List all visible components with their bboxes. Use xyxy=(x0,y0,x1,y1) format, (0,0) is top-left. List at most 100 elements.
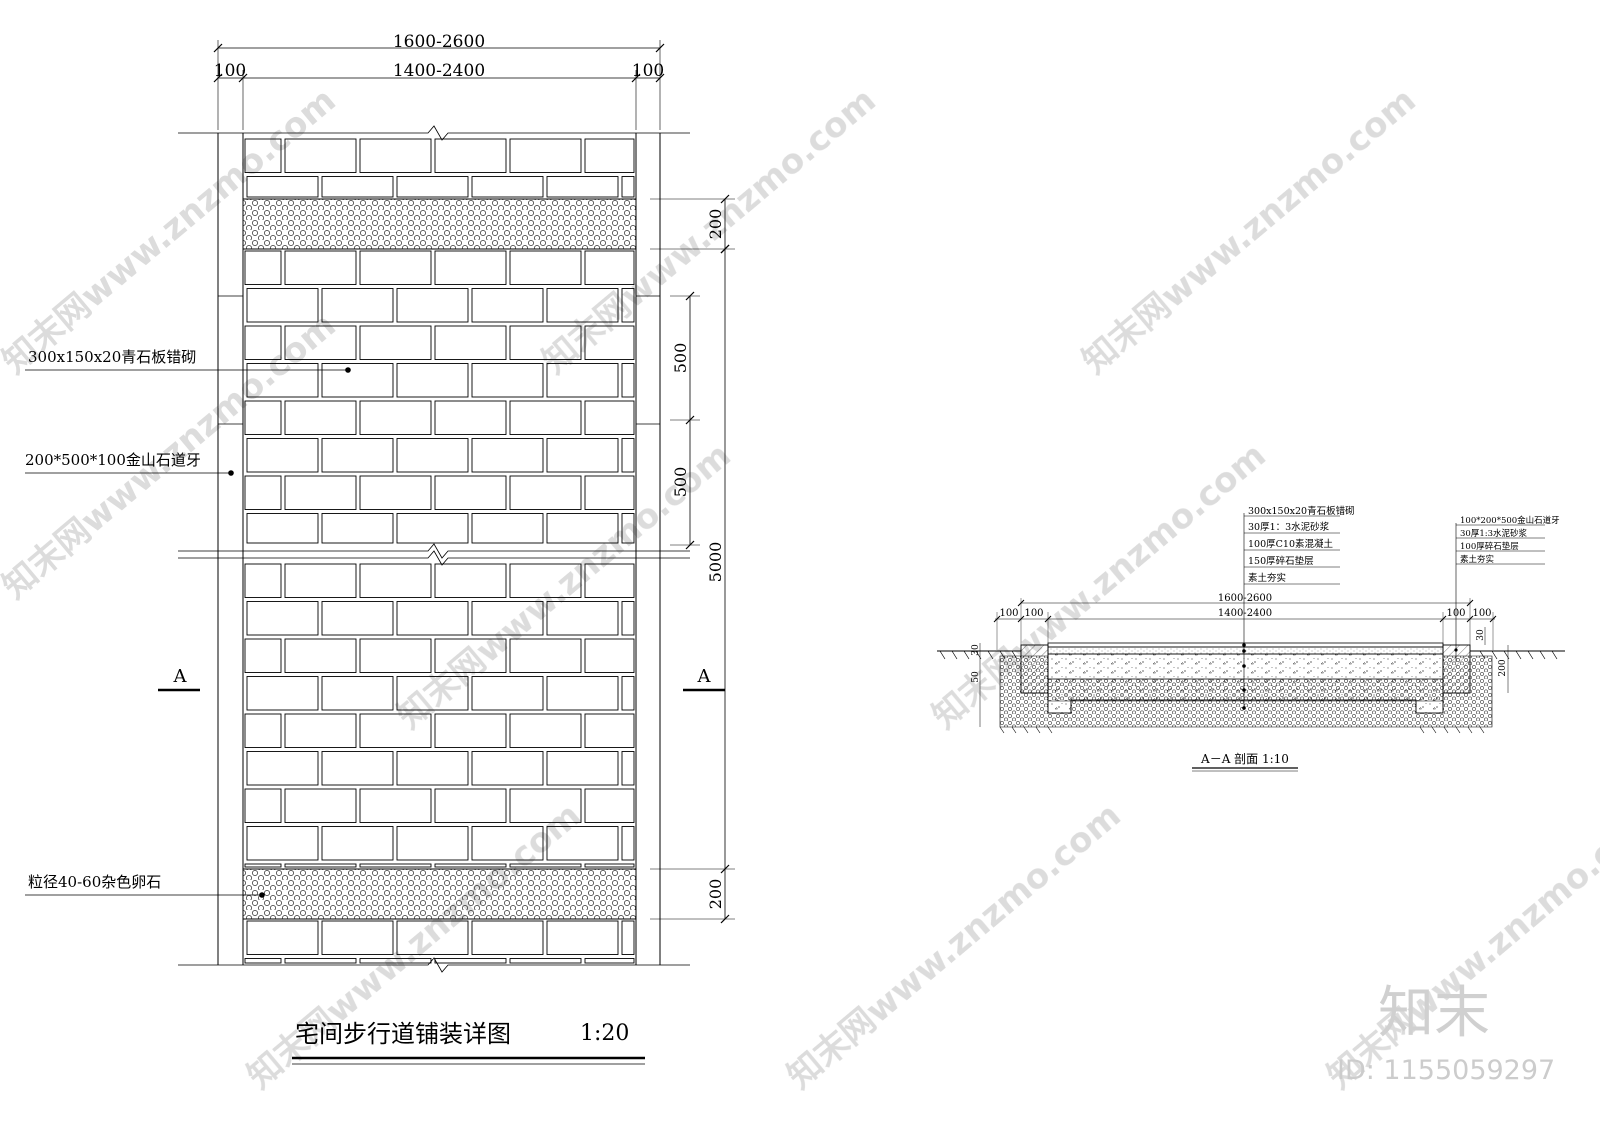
stone-slab xyxy=(434,788,507,823)
plan-view xyxy=(25,40,735,1065)
watermark-text: 知末网www.znzmo.com xyxy=(780,795,1129,1097)
plan-dim-overall: 1600-2600 xyxy=(393,32,485,52)
section-dim-50-left: 50 xyxy=(971,671,981,683)
stone-slab xyxy=(244,638,282,673)
stone-slab xyxy=(584,788,635,823)
stone-slab xyxy=(621,676,635,711)
section-curb-layer-1: 100*200*500金山石道牙 xyxy=(1460,515,1560,526)
stone-slab xyxy=(244,713,282,748)
section-dim-200-right: 200 xyxy=(1498,659,1508,676)
stone-slab xyxy=(509,713,582,748)
stone-slab xyxy=(321,363,394,398)
stone-slab xyxy=(246,513,319,544)
stone-slab xyxy=(509,638,582,673)
stone-slab xyxy=(321,176,394,198)
stone-slab xyxy=(471,601,544,636)
stone-slab xyxy=(584,250,635,285)
stone-slab xyxy=(359,863,432,868)
stone-slab xyxy=(621,288,635,323)
stone-slab xyxy=(621,920,635,955)
stone-slab xyxy=(246,601,319,636)
stone-slab xyxy=(471,438,544,473)
section-dim-right-inner: 100 xyxy=(1446,608,1465,619)
section-dim-30-left: 30 xyxy=(971,644,981,656)
stone-slab xyxy=(546,920,619,955)
stone-slab xyxy=(546,676,619,711)
stone-slab xyxy=(244,788,282,823)
stone-slab xyxy=(359,788,432,823)
stone-slab xyxy=(284,325,357,360)
stone-slab xyxy=(434,250,507,285)
section-dim-left-inner: 100 xyxy=(1024,608,1043,619)
stone-slab xyxy=(321,676,394,711)
stone-slab xyxy=(546,363,619,398)
stone-slab xyxy=(584,475,635,510)
stone-slab xyxy=(509,563,582,598)
watermark-text: 知末网www.znzmo.com xyxy=(1320,795,1600,1097)
stone-slab xyxy=(321,751,394,786)
stone-slab xyxy=(284,400,357,435)
section-dim-inner: 1400-2400 xyxy=(1218,608,1272,619)
stone-slab xyxy=(396,601,469,636)
stone-slab xyxy=(621,601,635,636)
stone-slab xyxy=(584,713,635,748)
stone-slab xyxy=(246,363,319,398)
stone-slab xyxy=(284,138,357,173)
stone-slab xyxy=(359,475,432,510)
section-curb-layer-3: 100厚碎石垫层 xyxy=(1460,541,1519,552)
section-curb-layer-4: 素土夯实 xyxy=(1460,554,1494,565)
stone-slab xyxy=(471,751,544,786)
stone-slab xyxy=(471,826,544,861)
stone-slab xyxy=(284,563,357,598)
plan-dim-500-b: 500 xyxy=(671,467,690,498)
plan-dim-total: 5000 xyxy=(706,542,725,583)
stone-slab xyxy=(509,325,582,360)
stone-slab xyxy=(359,325,432,360)
stone-slab xyxy=(396,920,469,955)
stone-slab xyxy=(244,325,282,360)
stone-slab xyxy=(584,563,635,598)
stone-slab xyxy=(396,176,469,198)
stone-slab xyxy=(244,400,282,435)
stone-slab xyxy=(244,475,282,510)
stone-slab xyxy=(396,826,469,861)
plan-dim-band-top: 200 xyxy=(706,209,725,240)
plan-dim-inner: 1400-2400 xyxy=(393,61,485,81)
plan-title: 宅间步行道铺装详图 xyxy=(295,1020,511,1048)
stone-slab xyxy=(359,713,432,748)
stone-slab xyxy=(584,958,635,964)
section-curb-layer-2: 30厚1:3水泥砂浆 xyxy=(1460,528,1527,539)
stone-slab xyxy=(471,920,544,955)
plan-dim-left: 100 xyxy=(214,61,246,81)
section-title: A－A 剖面 1:10 xyxy=(1200,752,1289,766)
section-dim-left-outer: 100 xyxy=(999,608,1018,619)
stone-slab xyxy=(471,676,544,711)
label-slab: 300x150x20青石板错砌 xyxy=(28,348,196,366)
stone-slab xyxy=(359,638,432,673)
stone-slab xyxy=(584,325,635,360)
stone-slab xyxy=(621,438,635,473)
stone-slab xyxy=(396,288,469,323)
stone-slab xyxy=(434,138,507,173)
stone-slab xyxy=(509,475,582,510)
stone-slab xyxy=(584,863,635,868)
stone-slab xyxy=(434,325,507,360)
stone-slab xyxy=(284,713,357,748)
plan-scale: 1:20 xyxy=(580,1021,629,1046)
watermarks: 知末网www.znzmo.com 知末网www.znzmo.com 知末网www… xyxy=(0,80,1600,1097)
label-curb: 200*500*100金山石道牙 xyxy=(25,451,201,469)
stone-slab xyxy=(621,513,635,544)
watermark-logo: 知末 xyxy=(1378,981,1490,1046)
watermark-text: 知末网www.znzmo.com xyxy=(1075,80,1424,382)
section-layer-4: 150厚碎石垫层 xyxy=(1248,555,1314,567)
stone-slab xyxy=(434,958,507,964)
stone-slab xyxy=(359,958,432,964)
stone-slab xyxy=(509,400,582,435)
stone-slab xyxy=(246,920,319,955)
stone-slab xyxy=(546,826,619,861)
slab-courses xyxy=(244,138,635,964)
stone-slab xyxy=(471,288,544,323)
stone-slab xyxy=(244,563,282,598)
stone-slab xyxy=(546,176,619,198)
stone-slab xyxy=(359,138,432,173)
